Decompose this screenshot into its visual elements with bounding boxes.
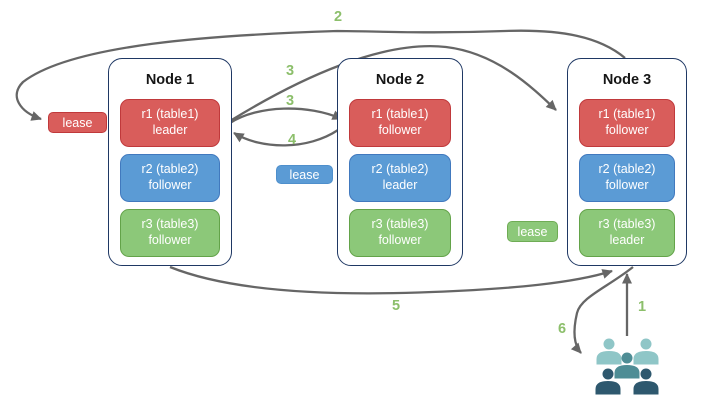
node-1-replica-r1: r1 (table1) leader [120,99,220,147]
node-2-replica-r2: r2 (table2) leader [349,154,451,202]
node-2-replica-r3: r3 (table3) follower [349,209,451,257]
replica-role: leader [382,178,418,192]
node-3-replica-r3: r3 (table3) leader [579,209,675,257]
arrow-5-node1-to-node3 [169,265,613,295]
replica-role: leader [609,233,645,247]
node-3-title: Node 3 [602,72,652,88]
person-icon [614,352,640,379]
replica-name: r1 (table1) [371,107,429,122]
arrow-3-node1-to-node2 [229,107,343,124]
arrow-6-node3-to-clients [570,266,634,354]
replica-name: r2 (table2) [141,162,199,177]
node-2-replica-r1: r1 (table1) follower [349,99,451,147]
replica-name: r3 (table3) [371,217,429,232]
arrow-label-step6: 6 [557,321,567,337]
replica-role: follower [378,233,422,247]
arrow-4-node2-to-node1 [233,129,339,147]
node-3-replica-r2: r2 (table2) follower [579,154,675,202]
lease-badge-table2: lease [276,165,333,184]
replica-name: r2 (table2) [371,162,429,177]
node-1-title: Node 1 [145,72,195,88]
arrow-label-step4: 4 [287,132,297,148]
replica-name: r1 (table1) [598,107,656,122]
node-3: Node 3 r1 (table1) follower r2 (table2) … [567,58,687,266]
lease-badge-table3: lease [507,221,558,242]
person-icon [595,368,621,395]
arrow-label-step2: 2 [333,9,343,25]
replica-role: follower [378,123,422,137]
person-icon [633,338,659,365]
node-1: Node 1 r1 (table1) leader r2 (table2) fo… [108,58,232,266]
replica-role: follower [148,178,192,192]
replica-name: r3 (table3) [598,217,656,232]
replica-role: follower [605,123,649,137]
replica-name: r1 (table1) [141,107,199,122]
replica-name: r2 (table2) [598,162,656,177]
arrow-label-step3-short: 3 [285,93,295,109]
arrow-label-step5: 5 [391,298,401,314]
node-2: Node 2 r1 (table1) follower r2 (table2) … [337,58,463,266]
replica-name: r3 (table3) [141,217,199,232]
users-group-icon [595,338,659,395]
node-2-title: Node 2 [375,72,425,88]
arrow-label-step3-long: 3 [285,63,295,79]
replica-role: leader [152,123,188,137]
arrow-label-step1: 1 [637,299,647,315]
person-icon [633,368,659,395]
node-3-replica-r1: r1 (table1) follower [579,99,675,147]
replica-role: follower [148,233,192,247]
node-1-replica-r3: r3 (table3) follower [120,209,220,257]
lease-badge-table1: lease [48,112,107,133]
node-1-replica-r2: r2 (table2) follower [120,154,220,202]
person-icon [596,338,622,365]
replica-role: follower [605,178,649,192]
